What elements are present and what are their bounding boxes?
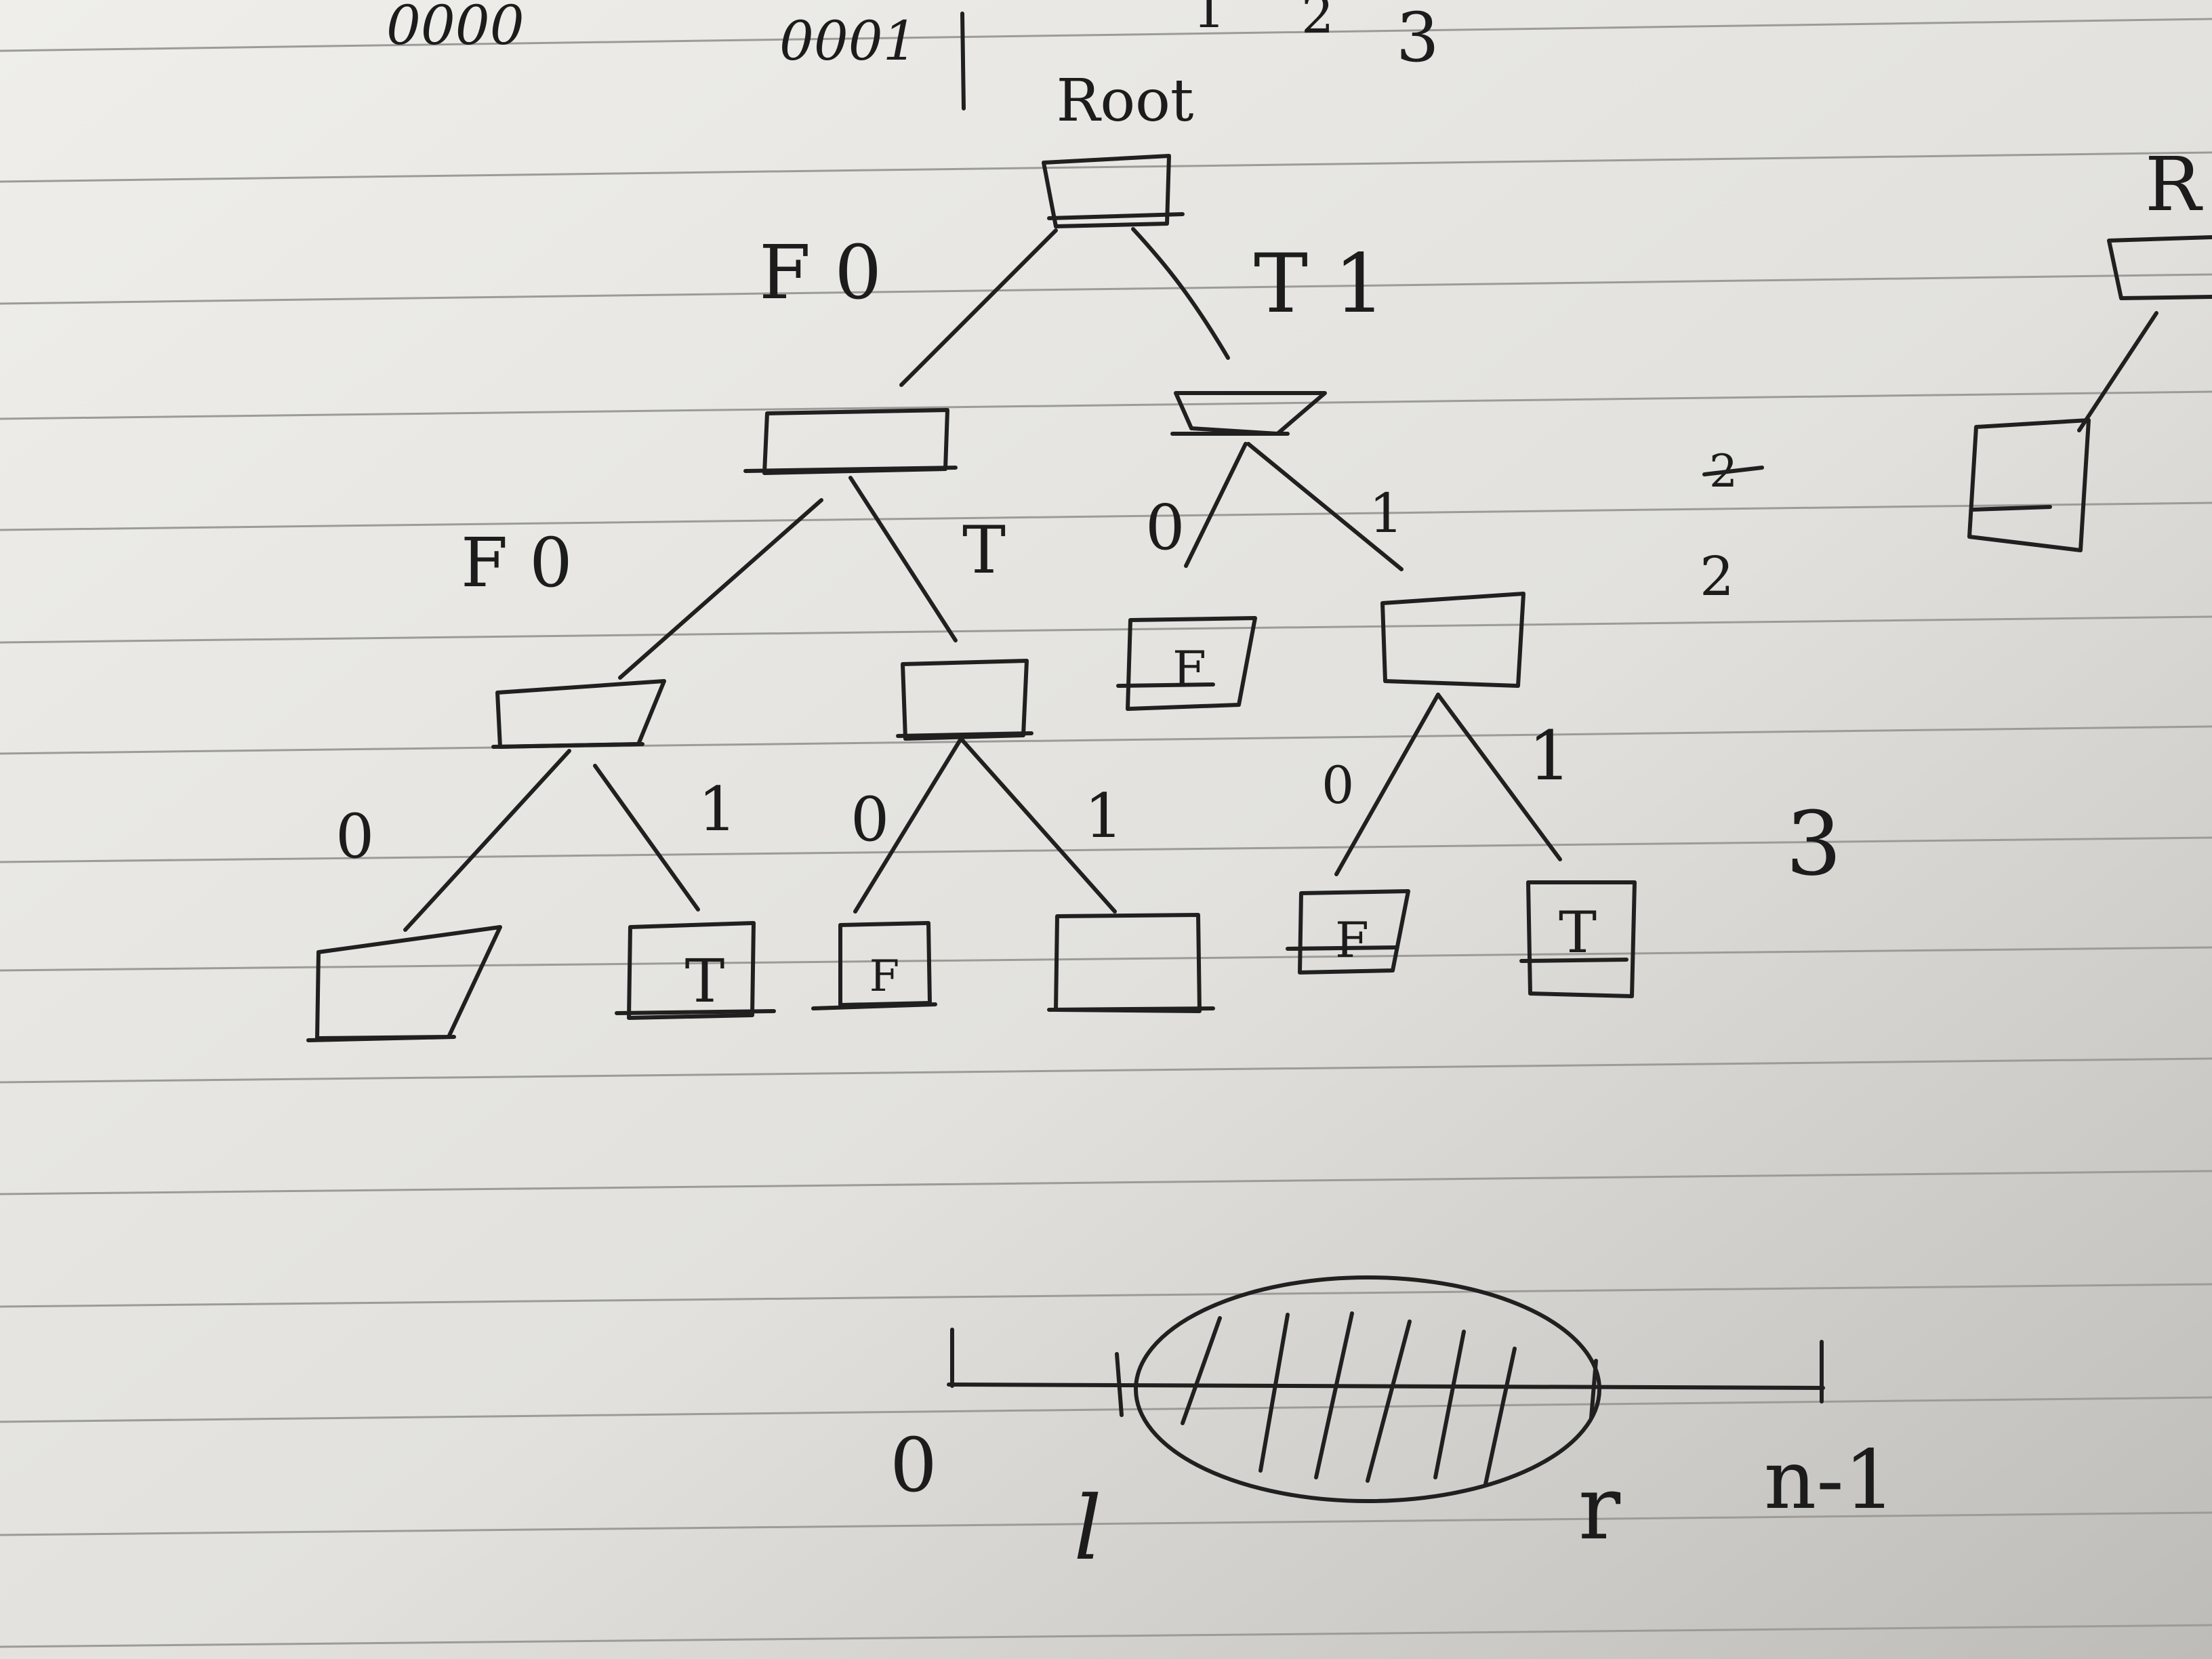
node-mark-t-leaf2: T <box>685 946 725 1016</box>
tree-node-root <box>1042 154 1185 228</box>
header-bits-0001: 0001 <box>779 9 918 73</box>
tree-node-level2-f: F <box>1116 616 1257 711</box>
edge-label-level1-left: F 0 <box>461 523 573 602</box>
tree-node-level2-c <box>1380 592 1525 688</box>
node-mark-f-leaf3: F <box>869 951 899 1002</box>
level-strikethrough <box>1702 466 1764 476</box>
root-label: Root <box>1057 67 1194 135</box>
edge-label-leaf-1a: 1 <box>698 774 737 845</box>
mini-tree: R <box>1967 141 2212 552</box>
range-sketch: 0 l r n-1 <box>890 1275 1896 1580</box>
ruled-lines <box>0 18 2212 1648</box>
range-hatching <box>1181 1311 1517 1486</box>
tree-leaf-3-f: F <box>811 921 937 1010</box>
tree-leaf-2-t: T <box>615 921 776 1020</box>
edge-label-leaf-0c: 0 <box>1322 755 1354 815</box>
tree-node-level2-b <box>896 659 1033 741</box>
range-label-l: l <box>1073 1477 1102 1580</box>
level-numbers: 2 2 3 <box>1700 445 1842 895</box>
node-mark-f-leaf5: F <box>1335 912 1369 968</box>
level-number-3: 3 <box>1786 792 1842 895</box>
edge-label-leaf-0b: 0 <box>851 784 889 855</box>
edge-label-root-left: F 0 <box>759 229 882 316</box>
tree-leaf-1 <box>306 925 502 1042</box>
header-notes: 0000 0001 1 2 3 <box>386 0 1439 110</box>
edge-label-r1-right: 1 <box>1369 482 1404 545</box>
node-mark-f: F <box>1172 640 1206 697</box>
range-interval-highlight <box>1134 1275 1601 1503</box>
edge-label-leaf-0a: 0 <box>335 801 374 872</box>
edge-label-leaf-1b: 1 <box>1084 781 1123 852</box>
tree-leaf-5-f: F <box>1286 889 1410 975</box>
tree-leaf-4 <box>1047 913 1215 1013</box>
edge-labels: F 0 T 1 F 0 T 0 1 0 1 0 1 0 1 <box>335 229 1572 872</box>
header-digit-1: 1 <box>1193 0 1225 39</box>
edge-label-level1-right: T <box>962 512 1006 588</box>
tree-node-level2-a <box>491 679 666 749</box>
edge-label-root-right: T 1 <box>1254 237 1386 331</box>
header-digit-3: 3 <box>1396 0 1439 77</box>
tree-edges <box>403 227 1562 932</box>
tree-node-level1-right <box>1170 391 1327 436</box>
range-label-n-1: n-1 <box>1764 1433 1896 1528</box>
trie-diagram: Root F <box>306 67 1842 1042</box>
edge-label-r1-left: 0 <box>1145 491 1185 564</box>
range-label-r: r <box>1578 1456 1621 1559</box>
header-divider <box>960 12 966 110</box>
range-tick-l <box>1115 1352 1124 1417</box>
mini-tree-child-node <box>1967 418 2091 552</box>
mini-tree-root-node <box>2107 235 2212 300</box>
tree-leaf-6-t: T <box>1519 880 1637 998</box>
header-digit-2: 2 <box>1301 0 1334 45</box>
tree-node-level1-left <box>743 408 958 475</box>
mini-root-label: R <box>2145 141 2203 228</box>
range-label-0: 0 <box>890 1422 937 1509</box>
header-bits-0000: 0000 <box>386 0 525 57</box>
range-axis <box>947 1382 1825 1390</box>
level-number-2: 2 <box>1700 545 1734 608</box>
mini-tree-edge <box>2077 311 2158 432</box>
node-mark-t-leaf6: T <box>1559 899 1597 966</box>
edge-label-leaf-1c: 1 <box>1528 716 1572 796</box>
